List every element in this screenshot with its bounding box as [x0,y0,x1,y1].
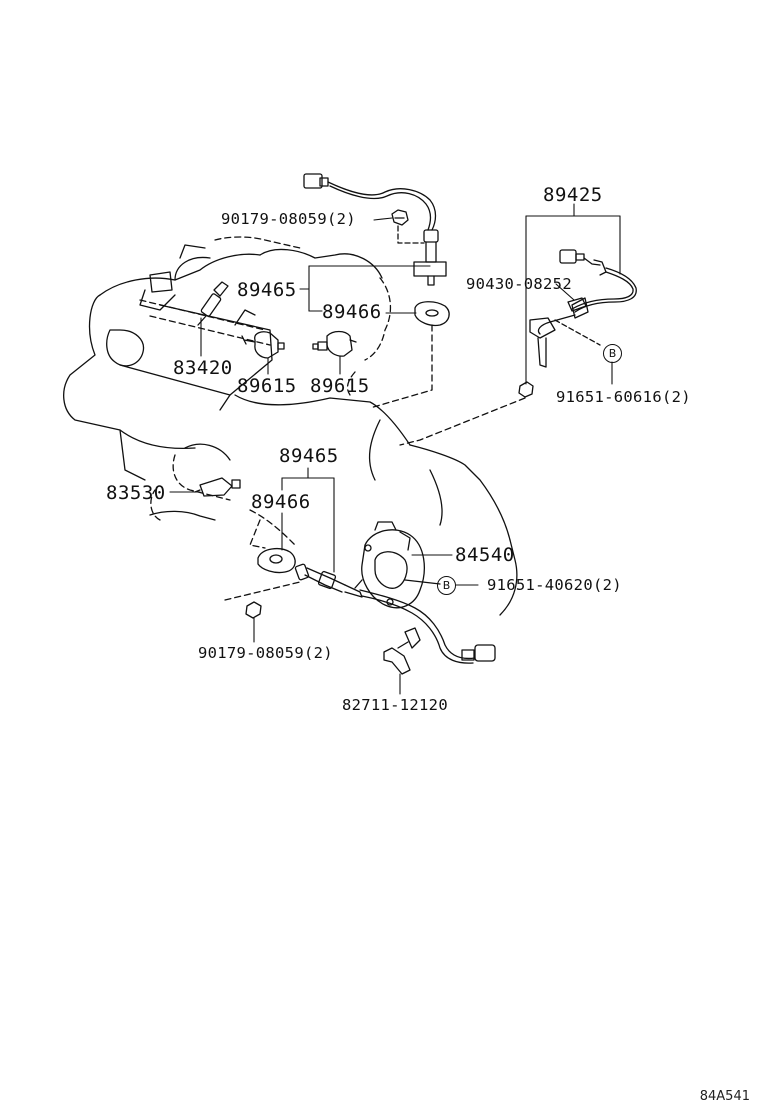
label-84540: 84540 [455,544,515,566]
label-89615-right: 89615 [310,375,370,397]
cylinder-head [106,244,273,411]
label-90179-top: 90179-08059(2) [221,210,356,228]
label-89465-top: 89465 [237,279,297,301]
diagram-code: 84A541 [699,1089,750,1104]
nut-to-sensor-dash [397,225,425,244]
right-nut-dash [399,397,526,446]
part-84540 [354,521,425,609]
gasket-90430 [567,297,587,312]
right-o2-sensor-89425 [529,249,637,368]
upper-o2-sensor-89465 [303,173,447,286]
label-90179-bottom: 90179-08059(2) [198,644,333,662]
sensor-89615-left [241,331,285,359]
label-89425: 89425 [543,184,603,206]
sensor-89615-right [312,330,357,357]
label-89466-top: 89466 [322,301,382,323]
upper-nut-90179 [391,209,409,226]
clamp-82711 [383,627,421,675]
lower-nut-90179 [245,601,262,619]
label-82711: 82711-12120 [342,696,448,714]
upper-gasket-89466 [414,301,450,327]
engine-outline [63,248,518,616]
label-89466-bottom: 89466 [251,491,311,513]
lower-nut-dash [224,581,301,601]
label-90430: 90430-08252 [466,275,572,293]
label-91651-40620: 91651-40620(2) [487,576,622,594]
leader-lines [169,203,621,695]
bolt-b-lead-lower [404,579,441,585]
ref-circle-b-lower: B [437,576,456,595]
gasket-dash-line [369,324,433,409]
label-89465-bottom: 89465 [279,445,339,467]
label-89615-left: 89615 [237,375,297,397]
lower-o2-sensor-89465 [294,563,496,664]
right-nut [518,381,534,398]
label-91651-60616: 91651-60616(2) [556,388,691,406]
label-83530: 83530 [106,482,166,504]
lower-gasket-89466 [257,547,296,574]
label-83420: 83420 [173,357,233,379]
bolt-b-dash-upper [554,319,601,346]
ref-circle-b-upper: B [603,344,622,363]
sensor-83420 [197,281,229,326]
